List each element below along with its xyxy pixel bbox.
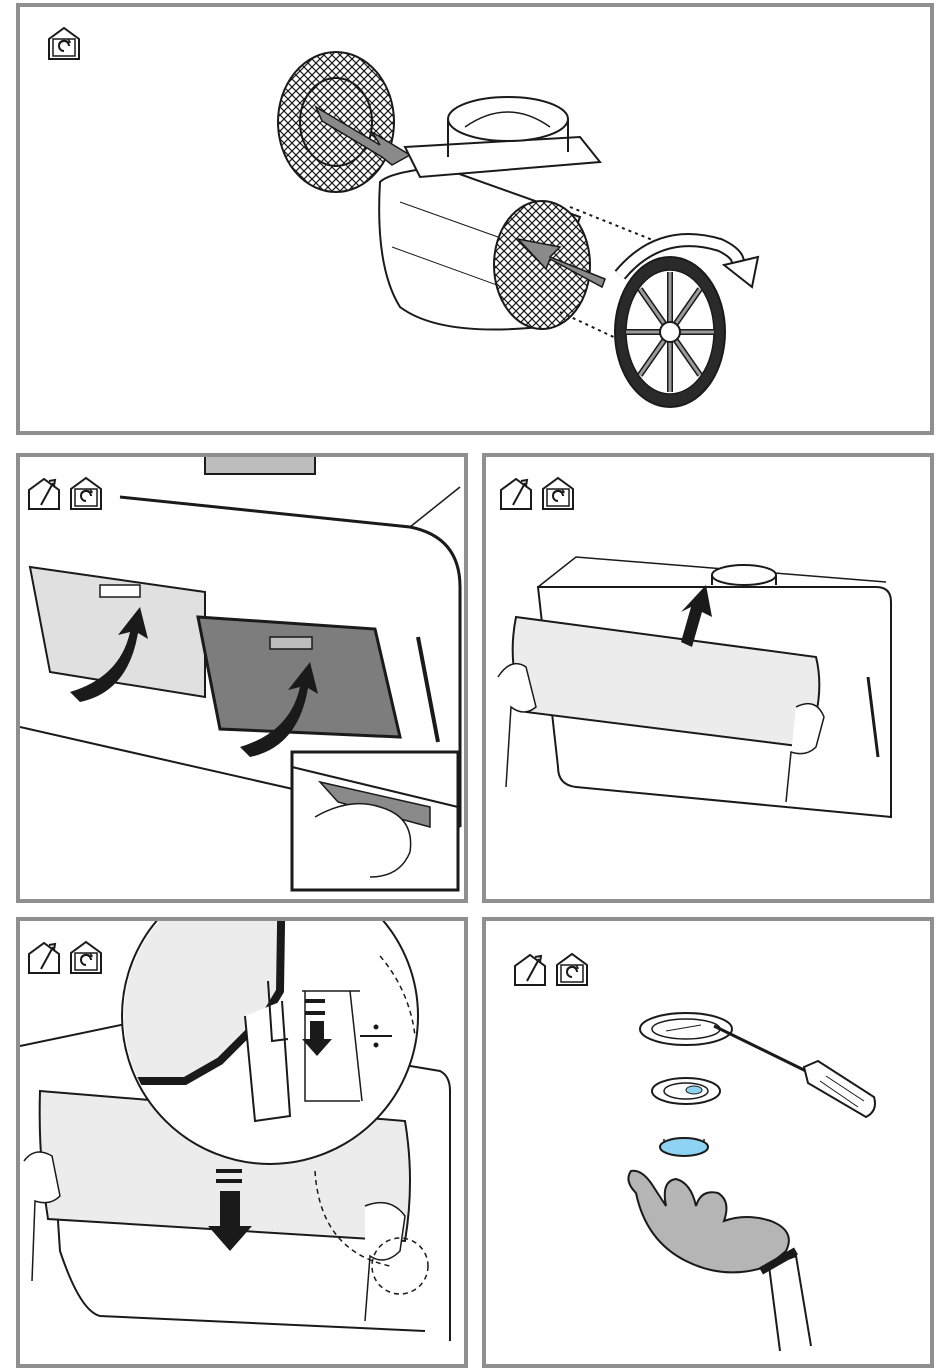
hand-right — [365, 1203, 405, 1321]
rotate-arrow-head — [724, 257, 758, 287]
panel-grease-filters — [16, 453, 468, 903]
hand-left — [498, 664, 536, 787]
grease-filter-illustration — [20, 457, 464, 899]
lamp-lens — [660, 1138, 708, 1156]
light-cover-illustration — [486, 921, 930, 1364]
outlet-collar — [448, 97, 568, 141]
screwdriver-handle — [804, 1061, 875, 1117]
panel-light-cover — [482, 917, 934, 1368]
panel-motor-filter — [16, 3, 934, 435]
lamp-bulb — [686, 1086, 702, 1094]
panel-lower-front — [16, 917, 468, 1368]
lower-panel-illustration — [20, 921, 464, 1364]
motor-illustration — [20, 7, 930, 431]
lift-panel-illustration — [486, 457, 930, 899]
panel-lift-front — [482, 453, 934, 903]
outlet-ring — [712, 565, 776, 585]
glove-icon — [628, 1171, 788, 1273]
screwdriver-shaft — [714, 1026, 806, 1071]
